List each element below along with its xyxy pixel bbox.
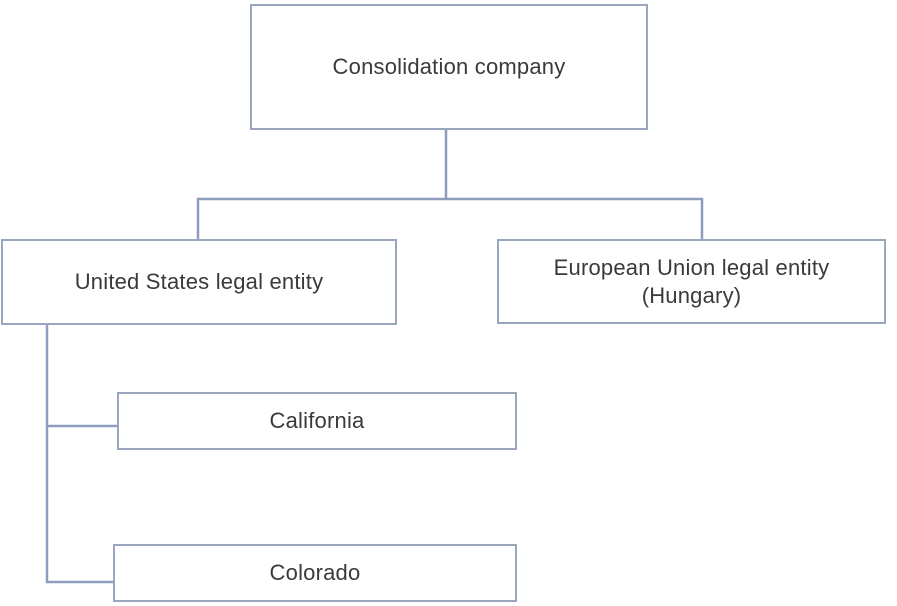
org-node-california: California [117, 392, 517, 450]
org-node-united-states-legal-entity: United States legal entity [1, 239, 397, 325]
node-label-california: California [269, 408, 365, 434]
org-node-consolidation-company: Consolidation company [250, 4, 648, 130]
node-label-european-union-legal-entity: European Union legal entity [553, 255, 830, 280]
org-node-colorado: Colorado [113, 544, 517, 602]
node-label-consolidation-company: Consolidation company [332, 54, 566, 80]
node-sublabel-hungary: (Hungary) [641, 282, 742, 308]
node-label-colorado: Colorado [269, 560, 361, 586]
node-label-united-states-legal-entity: United States legal entity [74, 269, 324, 295]
org-node-european-union-legal-entity: European Union legal entity (Hungary) [497, 239, 886, 324]
